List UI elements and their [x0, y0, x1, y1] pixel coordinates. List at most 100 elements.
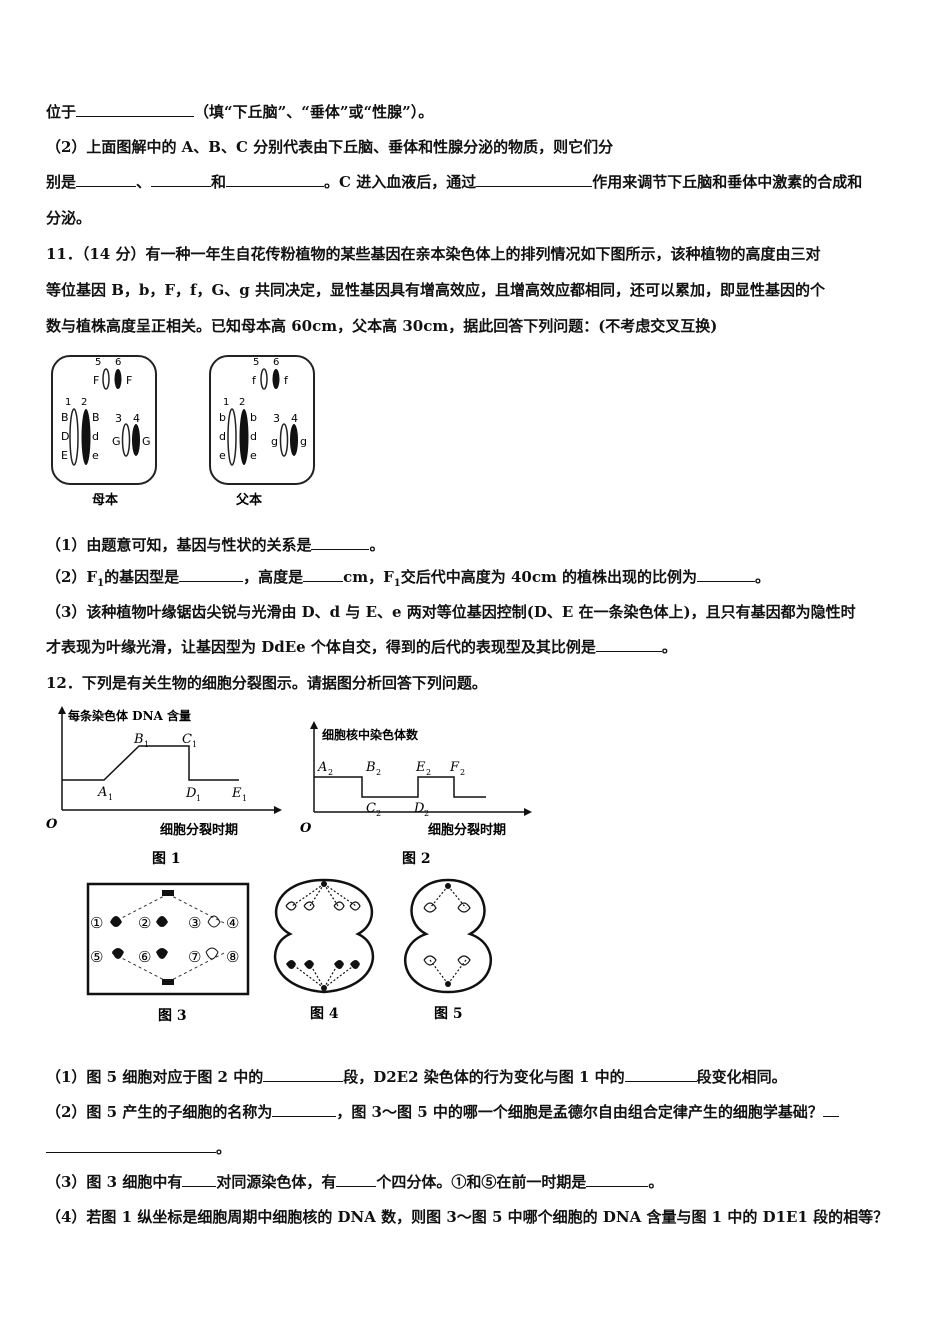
answer-blank[interactable]: [311, 535, 370, 550]
answer-blank[interactable]: [76, 172, 137, 187]
answer-blank[interactable]: [586, 1172, 649, 1187]
point-e2: E: [415, 760, 426, 775]
label-1: 1: [65, 397, 71, 408]
figure-4-cell: 图 4: [274, 878, 374, 1022]
point-d1: D: [185, 786, 197, 801]
q12-sub-4: （4）若图 1 纵坐标是细胞周期中细胞核的 DNA 数，则图 3～图 5 中哪个…: [46, 1208, 889, 1226]
label-5: 5: [253, 357, 259, 368]
q12-sub-2: （2）图 5 产生的子细胞的名称为，图 3～图 5 中的哪一个细胞是孟德尔自由组…: [46, 1102, 839, 1122]
figure-1-ylabel: 每条染色体 DNA 含量: [68, 708, 191, 723]
svg-text:2: 2: [376, 809, 381, 818]
answer-blank[interactable]: [336, 1172, 377, 1187]
q12-sub-2-cont: 。: [46, 1138, 231, 1158]
label-7: ⑦: [188, 948, 201, 966]
label-3: ③: [188, 914, 201, 932]
figure-2-ylabel: 细胞核中染色体数: [322, 727, 419, 742]
gene-label: d: [219, 430, 226, 443]
figure-2-xlabel: 细胞分裂时期: [428, 822, 506, 838]
question-11-line-2: 等位基因 B，b，F，f，G、g 共同决定，显性基因具有增高效应，且增高效应都相…: [46, 281, 826, 299]
sub-question-1: （1）由题意可知，基因与性状的关系是。: [46, 535, 385, 554]
gene-label: g: [271, 435, 278, 448]
answer-blank[interactable]: [151, 172, 212, 187]
sub-question-3-line-1: （3）该种植物叶缘锯齿尖锐与光滑由 D、d 与 E、e 两对等位基因控制(D、E…: [46, 603, 856, 621]
figure-5-cell: 图 5: [403, 878, 493, 1022]
answer-blank[interactable]: [697, 567, 756, 582]
gene-label: F: [93, 374, 99, 387]
svg-text:2: 2: [424, 809, 429, 818]
gene-label: G: [112, 435, 121, 448]
gene-label: e: [92, 449, 99, 462]
point-c2: C: [366, 801, 376, 816]
mother-cell: 5 6 F F 1 2 B D E B d e 3 4 G G 母本: [51, 355, 157, 508]
father-cell: 5 6 f f 1 2 b d e b d e 3 4 g g 父本: [209, 355, 315, 508]
gene-label: d: [250, 430, 257, 443]
point-a2: A: [317, 760, 327, 775]
gene-label: E: [61, 449, 68, 462]
gene-label: B: [61, 411, 69, 424]
mother-label: 母本: [92, 492, 118, 508]
gene-label: e: [250, 449, 257, 462]
figure-1-xlabel: 细胞分裂时期: [160, 822, 238, 838]
label-2: 2: [239, 397, 245, 408]
line-3: 别是、和。C 进入血液后，通过作用来调节下丘脑和垂体中激素的合成和: [46, 172, 863, 191]
gene-label: D: [61, 430, 69, 443]
point-c1: C: [182, 732, 192, 747]
label-6: 6: [115, 357, 121, 368]
answer-blank[interactable]: [179, 567, 244, 582]
answer-blank[interactable]: [303, 567, 344, 582]
line-2: （2）上面图解中的 A、B、C 分别代表由下丘脑、垂体和性腺分泌的物质，则它们分: [46, 138, 614, 156]
label-6: ⑥: [138, 948, 151, 966]
answer-blank[interactable]: [226, 172, 325, 187]
answer-blank[interactable]: [272, 1102, 337, 1117]
svg-text:1: 1: [242, 794, 247, 803]
figure-1-origin: O: [46, 817, 58, 832]
figure-3-cell: ① ② ③ ④ ⑤ ⑥ ⑦ ⑧ 图 3: [86, 882, 250, 1024]
point-e1: E: [231, 786, 242, 801]
svg-text:1: 1: [144, 740, 149, 749]
svg-text:1: 1: [192, 740, 197, 749]
label-2: ②: [138, 914, 151, 932]
label-1: ①: [90, 914, 103, 932]
label-5: ⑤: [90, 948, 103, 966]
label-5: 5: [95, 357, 101, 368]
point-b1: B: [133, 732, 144, 747]
svg-text:2: 2: [376, 768, 381, 777]
gene-label: f: [252, 374, 257, 387]
gene-label: B: [92, 411, 100, 424]
figure-5-caption: 图 5: [434, 1006, 463, 1022]
label-2: 2: [81, 397, 87, 408]
answer-blank[interactable]: [46, 1138, 216, 1153]
answer-blank[interactable]: [822, 1102, 839, 1117]
answer-blank[interactable]: [476, 172, 593, 187]
point-f2: F: [449, 760, 460, 775]
gene-label: e: [219, 449, 226, 462]
point-b2: B: [365, 760, 376, 775]
point-d2: D: [413, 801, 425, 816]
label-8: ⑧: [226, 948, 239, 966]
answer-blank[interactable]: [182, 1172, 217, 1187]
gene-label: F: [126, 374, 132, 387]
label-4: 4: [291, 412, 298, 425]
svg-text:2: 2: [460, 768, 465, 777]
q12-sub-3: （3）图 3 细胞中有对同源染色体，有个四分体。①和⑤在前一时期是。: [46, 1172, 664, 1191]
point-a1: A: [97, 785, 107, 800]
gene-label: d: [92, 430, 99, 443]
answer-blank[interactable]: [624, 1067, 697, 1082]
gene-label: G: [142, 435, 151, 448]
figure-1-caption: 图 1: [152, 851, 181, 867]
gene-label: g: [300, 435, 307, 448]
father-label: 父本: [235, 492, 262, 508]
svg-text:2: 2: [328, 768, 333, 777]
q12-sub-1: （1）图 5 细胞对应于图 2 中的段，D2E2 染色体的行为变化与图 1 中的…: [46, 1067, 787, 1086]
chromosome-cells-figure: 5 6 F F 1 2 B D E B d e 3 4 G G 母本 5 6 f…: [51, 355, 315, 508]
answer-blank[interactable]: [595, 637, 662, 652]
answer-blank[interactable]: [76, 102, 195, 117]
line-1: 位于（填“下丘脑”、“垂体”或“性腺”）。: [46, 102, 434, 121]
answer-blank[interactable]: [263, 1067, 344, 1082]
label-6: 6: [273, 357, 279, 368]
sub-question-3-line-2: 才表现为叶缘光滑，让基因型为 DdEe 个体自交，得到的后代的表现型及其比例是。: [46, 637, 677, 656]
label-3: 3: [273, 412, 280, 425]
gene-label: b: [219, 411, 226, 424]
